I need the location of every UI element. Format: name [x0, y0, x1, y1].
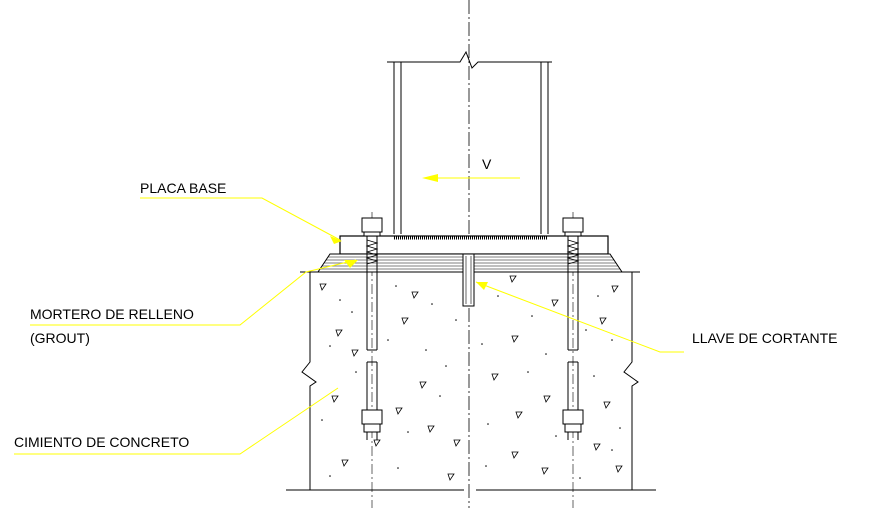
right-bolt-thread: [566, 239, 580, 265]
label-mortero-line1: MORTERO DE RELLENO: [30, 306, 194, 322]
label-mortero-line2: (GROUT): [30, 330, 90, 346]
steel-column: [387, 50, 552, 234]
leader-lines: [14, 197, 684, 455]
mortero-leader-arrowhead: [344, 260, 358, 268]
label-placa-base: PLACA BASE: [140, 180, 227, 196]
concrete-aggregate: [319, 275, 623, 481]
shear-force-arrow: [422, 174, 520, 182]
placa-base-leader-arrowhead: [330, 236, 342, 244]
label-llave-de-cortante: LLAVE DE CORTANTE: [692, 330, 838, 346]
llave-leader-arrowhead: [476, 282, 488, 290]
concrete-dots: [321, 285, 621, 479]
left-bolt-thread: [365, 239, 379, 265]
placa-base-leader: [140, 197, 341, 241]
label-cimiento-de-concreto: CIMIENTO DE CONCRETO: [14, 434, 190, 450]
cimiento-leader: [14, 387, 339, 455]
mortero-leader: [30, 259, 357, 326]
llave-leader: [475, 281, 684, 353]
base-plate: [339, 235, 609, 255]
force-label-v: V: [482, 156, 492, 172]
shear-key: [462, 253, 475, 307]
